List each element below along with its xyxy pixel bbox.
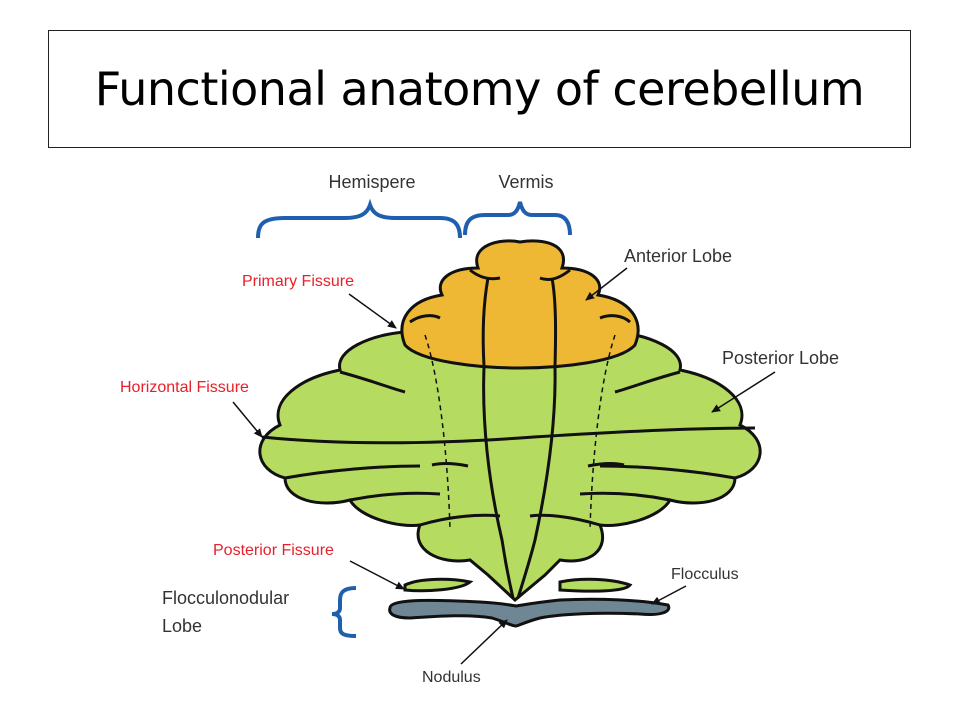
label-flocculonodular-line1: Flocculonodular <box>162 588 289 608</box>
label-primary-fissure: Primary Fissure <box>242 273 354 290</box>
vermis-bracket <box>463 201 572 236</box>
label-nodulus: Nodulus <box>422 669 481 686</box>
posterior-fissure-folium-right <box>558 577 633 593</box>
label-horizontal-fissure: Horizontal Fissure <box>120 379 249 396</box>
posterior-fissure-folium-left <box>403 577 474 593</box>
anterior-lobe <box>400 239 640 370</box>
posterior-lobe <box>258 330 762 602</box>
label-anterior-lobe: Anterior Lobe <box>624 246 732 266</box>
hemisphere-bracket <box>256 198 462 239</box>
slide-title: Functional anatomy of cerebellum <box>94 62 865 116</box>
label-flocculus: Flocculus <box>671 566 739 583</box>
flocculonodular-bracket <box>331 586 357 638</box>
label-flocculonodular-line2: Lobe <box>162 616 202 636</box>
label-vermis: Vermis <box>498 172 553 192</box>
flocculonodular-lobe <box>388 597 671 628</box>
title-box: Functional anatomy of cerebellum <box>48 30 911 148</box>
label-hemisphere: Hemispere <box>328 172 415 192</box>
label-posterior-fissure: Posterior Fissure <box>213 542 334 559</box>
label-posterior-lobe: Posterior Lobe <box>722 348 839 368</box>
